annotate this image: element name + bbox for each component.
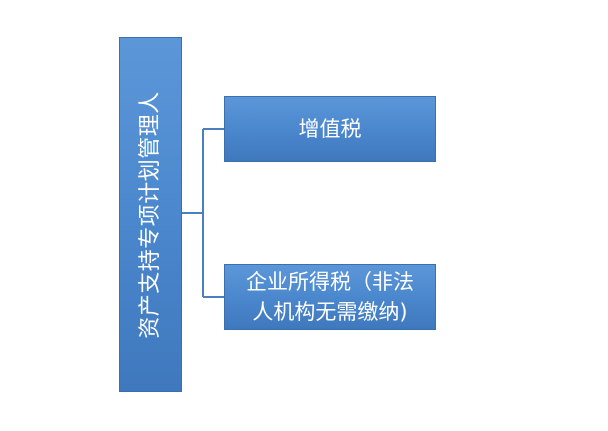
root-node-asset-manager: 资产支持专项计划管理人 <box>119 37 182 392</box>
child-node-vat-label: 增值税 <box>298 117 362 141</box>
child-node-cit-label: 企业所得税（非法 人机构无需缴纳) <box>246 270 414 324</box>
child-node-vat: 增值税 <box>224 96 436 162</box>
root-node-label: 资产支持专项计划管理人 <box>137 90 163 339</box>
connector-group <box>182 128 224 298</box>
child-node-corporate-income-tax: 企业所得税（非法 人机构无需缴纳) <box>224 264 436 330</box>
